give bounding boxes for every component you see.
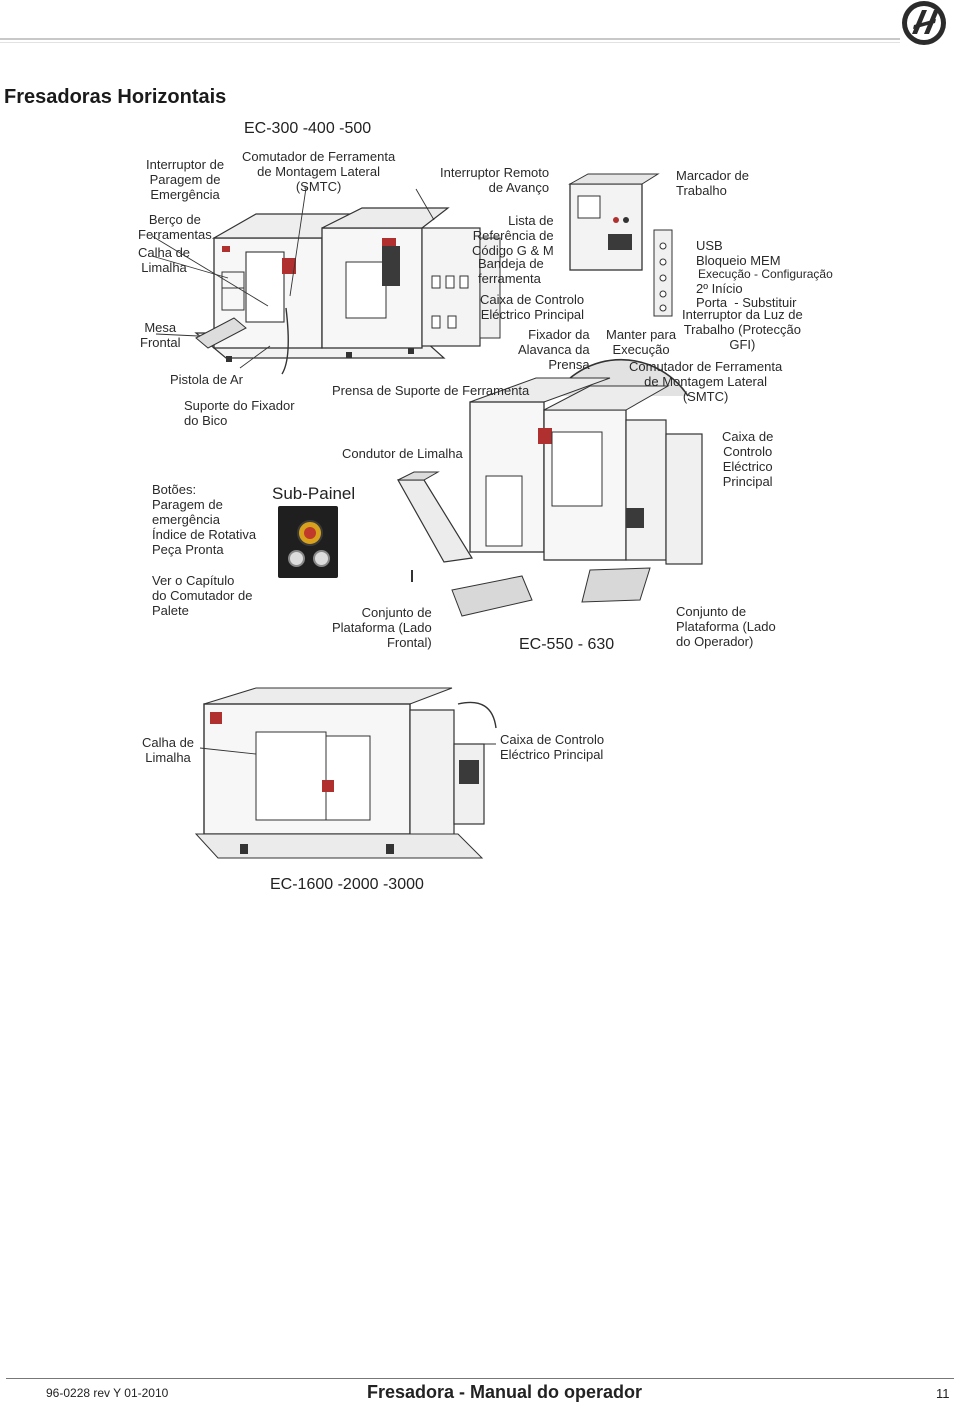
label-work-beacon: Marcador de Trabalho (676, 168, 749, 198)
label-platform-front: Conjunto de Plataforma (Lado Frontal) (332, 605, 432, 650)
part-ready-button-icon (313, 550, 330, 567)
label-emergency-stop-switch: Interruptor de Paragem de Emergência (146, 157, 225, 202)
label-chip-tray-ec1600: Calha de Limalha (142, 735, 195, 765)
page-title: Fresadoras Horizontais (4, 86, 227, 108)
label-work-light-switch: Interruptor da Luz de Trabalho (Protecçã… (682, 307, 803, 352)
label-chip-tray: Calha de Limalha (138, 245, 191, 275)
chip-conveyor-illustration (396, 471, 473, 582)
label-hold-to-run: Manter para Execução (606, 327, 677, 357)
page-header (0, 0, 960, 48)
ec1600-machine-illustration (194, 687, 497, 859)
label-run-setup: Execução - Configuração (698, 267, 833, 281)
footer-rule (6, 1378, 954, 1379)
label-tool-holder: Berço de Ferramentas (138, 212, 212, 242)
label-platform-operator: Conjunto de Plataforma (Lado do Operador… (676, 604, 776, 649)
label-nozzle-holder: Suporte do Fixador do Bico (184, 398, 295, 428)
sub-panel-title: Sub-Painel (272, 484, 356, 503)
ec300-machine-illustration (151, 187, 501, 375)
label-gm-code-list: Lista de Referência de Código G & M (472, 213, 554, 258)
footer-doc-number: 96-0228 rev Y 01-2010 (46, 1386, 169, 1400)
label-air-gun: Pistola de Ar (170, 372, 243, 387)
haas-logo-icon (902, 1, 946, 45)
label-smtc-ec300: Comutador de Ferramenta de Montagem Late… (242, 149, 396, 194)
model-heading-ec550: EC-550 - 630 (519, 636, 615, 653)
header-rule-thin (0, 42, 900, 43)
ec550-machine-illustration (451, 173, 703, 617)
footer-page-number: 11 (936, 1386, 950, 1401)
label-buttons: Botões: Paragem de emergência Índice de … (152, 482, 257, 557)
footer-manual-title: Fresadora - Manual do operador (367, 1382, 643, 1402)
label-tool-tray: Bandeja de ferramenta (478, 256, 544, 286)
label-see-pallet-chapter: Ver o Capítulo do Comutador de Palete (152, 573, 253, 618)
header-rule (0, 38, 900, 40)
model-heading-ec1600: EC-1600 -2000 -3000 (270, 876, 424, 893)
label-chip-conveyor: Condutor de Limalha (342, 446, 463, 461)
rotary-index-button-icon (288, 550, 305, 567)
label-main-electrical-box-ec300: Caixa de Controlo Eléctrico Principal (480, 292, 585, 322)
label-usb: USB (696, 238, 723, 253)
label-memory-lock: Bloqueio MEM (696, 253, 781, 268)
label-vise-handle-holder: Fixador da Alavanca da Prensa (518, 327, 590, 372)
label-main-electrical-box-ec1600: Caixa de Controlo Eléctrico Principal (500, 732, 605, 762)
label-door-override: Porta - Substituir (696, 295, 797, 310)
model-heading-ec300: EC-300 -400 -500 (244, 120, 372, 137)
label-main-electrical-box-ec550: Caixa de Controlo Eléctrico Principal (722, 429, 774, 489)
emergency-stop-icon (297, 520, 323, 546)
label-smtc-ec550: Comutador de Ferramenta de Montagem Late… (629, 359, 783, 404)
label-remote-jog: Interruptor Remoto de Avanço (440, 165, 550, 195)
sub-panel-illustration (278, 506, 338, 578)
label-second-home: 2º Início (696, 281, 743, 296)
label-front-table: Mesa Frontal (140, 320, 181, 350)
label-tool-holder-vise: Prensa de Suporte de Ferramenta (332, 383, 530, 398)
